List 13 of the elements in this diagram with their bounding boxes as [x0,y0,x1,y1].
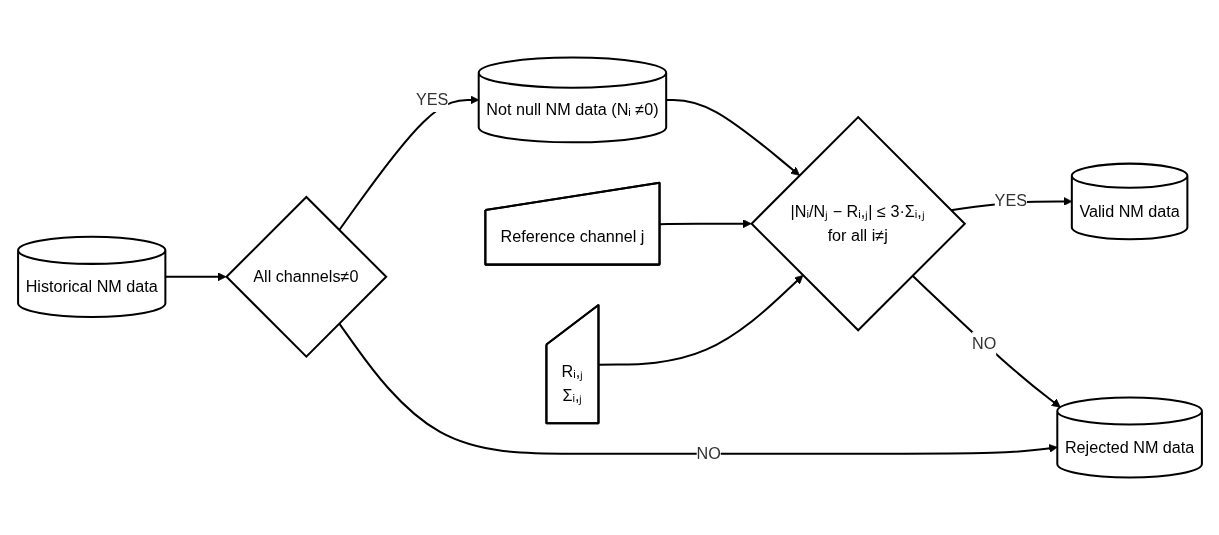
edge-label: YES [415,90,448,109]
arrow [164,272,226,282]
arrow [598,275,803,366]
edge-label: NO [971,334,996,352]
node-diamond: |Nᵢ/Nⱼ − Rᵢ,ⱼ| ≤ 3·Σᵢ,ⱼ for all i≠j [749,115,966,332]
edge-label: YES [994,192,1027,210]
arrow [337,95,479,231]
arrow [337,322,1058,455]
arrow [659,219,751,229]
edge-label: NO [696,444,721,462]
arrow [665,98,800,176]
arrow [911,274,1061,408]
node-diamond: All channels≠0 [224,195,388,359]
